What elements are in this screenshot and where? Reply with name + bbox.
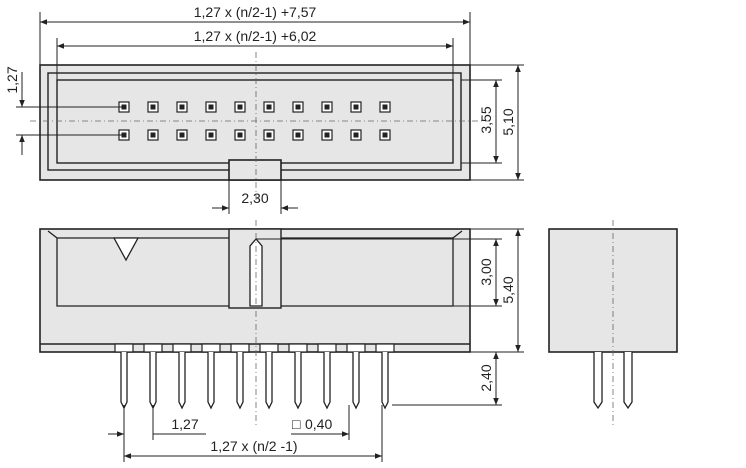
pin-top-core-1-7 (295, 104, 301, 110)
dim-pin-length: 2,40 (392, 351, 502, 406)
side-pin-left (593, 352, 603, 410)
side-view (548, 220, 678, 425)
dim-body-depth: 5,10 (470, 64, 524, 181)
pin-size-symbol: □ (292, 416, 301, 432)
pin-size-label: 0,40 (305, 416, 332, 432)
pin-front-9 (352, 352, 360, 410)
pin-area-height-label: 3,55 (478, 106, 494, 133)
pin-top-core-1-2 (150, 104, 156, 110)
front-pin-row (114, 343, 395, 410)
pin-top-core-1-6 (266, 104, 272, 110)
pin-standoff-6 (259, 343, 279, 353)
pin-front-2 (149, 352, 157, 410)
pin-span-label: 1,27 x (n/2 -1) (210, 438, 297, 454)
side-pin-right (623, 352, 633, 410)
pin-front-5 (236, 352, 244, 410)
pin-top-core-1-3 (179, 104, 185, 110)
pin-standoff-3 (172, 343, 192, 353)
pin-top-core-1-9 (353, 104, 359, 110)
pin-front-6 (265, 352, 273, 410)
body-depth-label: 5,10 (500, 108, 516, 135)
pin-top-core-2-9 (353, 132, 359, 138)
polarization-arrow (112, 237, 140, 262)
body-height-total-label: 5,40 (500, 276, 516, 303)
pin-top-core-2-6 (266, 132, 272, 138)
top-view-cavity (56, 79, 454, 164)
dim-body-height-total: 5,40 (470, 228, 524, 353)
pin-standoff-10 (375, 343, 395, 353)
pin-top-core-2-2 (150, 132, 156, 138)
pin-top-core-2-3 (179, 132, 185, 138)
pin-front-3 (178, 352, 186, 410)
dim-pin-area-height: 3,55 (461, 79, 502, 164)
pin-front-1 (120, 352, 128, 410)
dim-body-height-upper: 3,00 (256, 238, 502, 307)
dim-pin-span: 1,27 x (n/2 -1) (124, 405, 383, 462)
pin-length-label: 2,40 (478, 364, 494, 391)
dim-key-width: 2,30 (212, 180, 298, 214)
pin-standoff-2 (143, 343, 163, 353)
pin-front-10 (381, 352, 389, 410)
dim-overall-length: 1,27 x (n/2-1) +7,57 (39, 4, 471, 65)
polarization-key (228, 159, 282, 181)
pin-top-core-2-7 (295, 132, 301, 138)
pin-top-core-1-8 (324, 104, 330, 110)
pin-standoff-5 (230, 343, 250, 353)
pin-front-8 (323, 352, 331, 410)
pin-standoff-8 (317, 343, 337, 353)
pin-top-core-2-5 (237, 132, 243, 138)
pin-top-core-2-8 (324, 132, 330, 138)
pin-top-core-2-4 (208, 132, 214, 138)
pin-standoff-1 (114, 343, 134, 353)
row-pitch-label: 1,27 (4, 66, 20, 93)
front-view (39, 220, 471, 425)
pin-standoff-4 (201, 343, 221, 353)
pin-standoff-9 (346, 343, 366, 353)
top-view (30, 52, 490, 200)
pin-front-7 (294, 352, 302, 410)
pin-pitch-label: 1,27 (171, 416, 198, 432)
pin-front-4 (207, 352, 215, 410)
inner-length-label: 1,27 x (n/2-1) +6,02 (194, 28, 317, 44)
dim-row-pitch: 1,27 (4, 66, 124, 155)
pin-top-core-1-4 (208, 104, 214, 110)
pin-top-core-2-10 (382, 132, 388, 138)
key-width-label: 2,30 (241, 190, 268, 206)
pin-top-core-1-5 (237, 104, 243, 110)
pin-top-core-1-10 (382, 104, 388, 110)
dim-pin-size: □ 0,40 (291, 405, 350, 440)
dim-pin-pitch: 1,27 (108, 405, 206, 462)
pin-standoff-7 (288, 343, 308, 353)
dim-inner-length: 1,27 x (n/2-1) +6,02 (56, 28, 454, 80)
body-height-upper-label: 3,00 (478, 258, 494, 285)
overall-length-label: 1,27 x (n/2-1) +7,57 (194, 4, 317, 20)
